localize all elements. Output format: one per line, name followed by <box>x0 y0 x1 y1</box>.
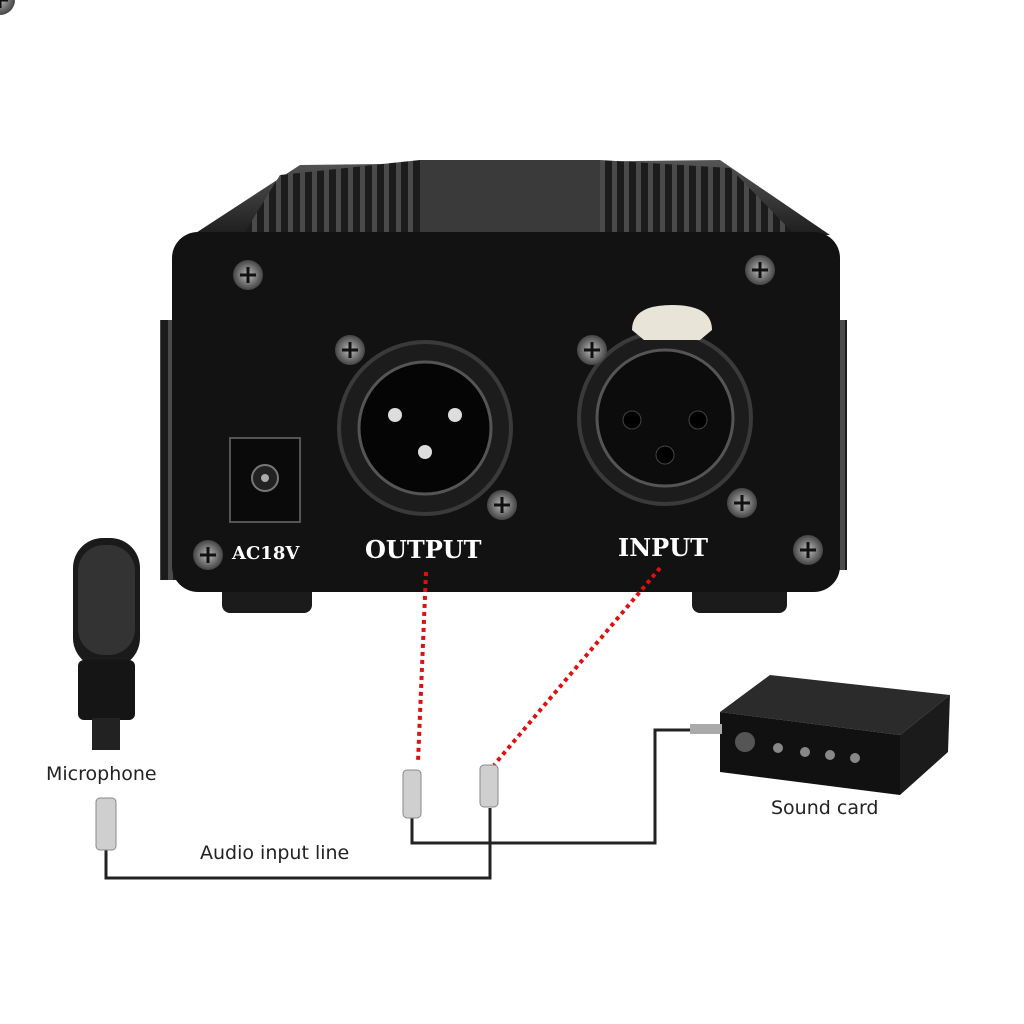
microphone-label: Microphone <box>46 763 157 785</box>
input-signal-path <box>492 566 662 767</box>
output-label: OUTPUT <box>365 535 482 564</box>
sound-card-icon <box>690 675 950 795</box>
xlr-input-connector <box>577 305 753 506</box>
xlr-plugs <box>95 764 499 851</box>
signal-paths <box>416 566 662 767</box>
cables <box>104 728 690 880</box>
audio-line-label: Audio input line <box>200 842 350 864</box>
input-label: INPUT <box>618 533 708 562</box>
push-latch <box>632 305 712 340</box>
power-label: AC18V <box>232 543 300 564</box>
soundcard-cable <box>410 728 690 845</box>
sound-card-label: Sound card <box>771 797 879 819</box>
output-signal-path <box>416 571 428 763</box>
microphone-icon <box>73 538 140 750</box>
xlr-output-connector <box>337 340 513 516</box>
screws <box>0 0 825 572</box>
dc-power-jack <box>229 437 301 523</box>
